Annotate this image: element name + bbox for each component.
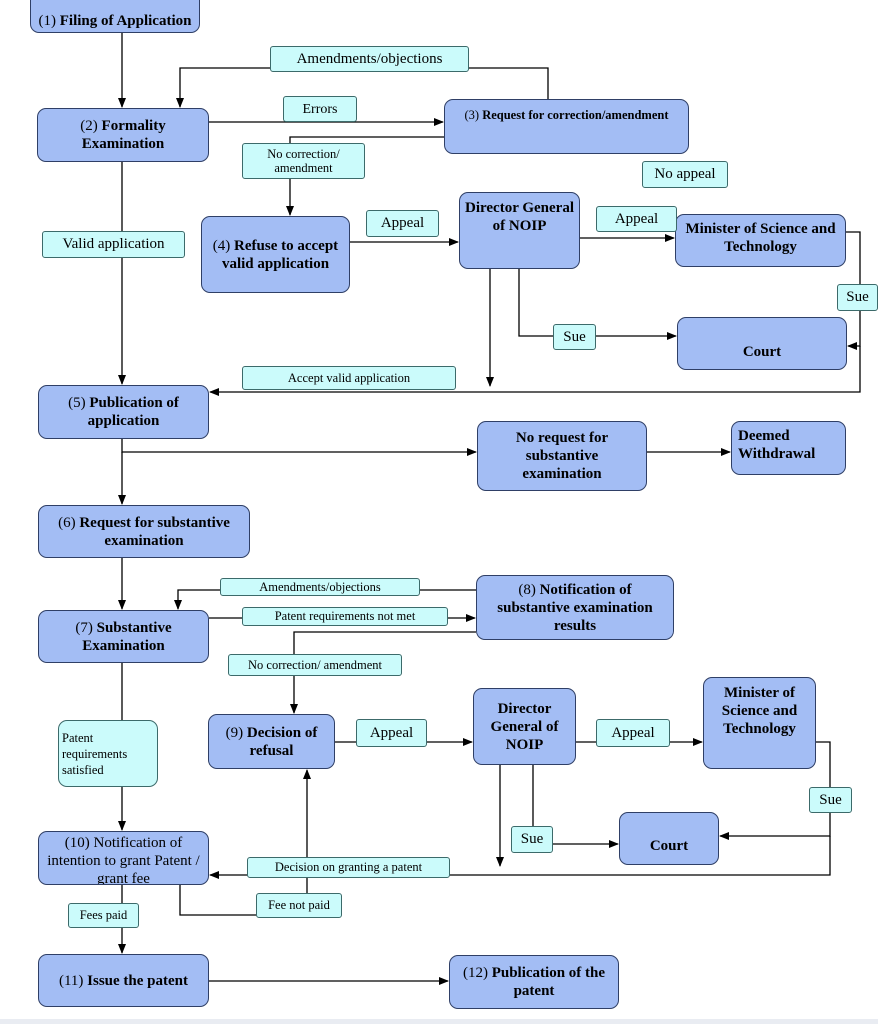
label-no-correction-2: No correction/ amendment xyxy=(228,654,402,676)
node-refuse-valid-application: (4) Refuse to accept valid application xyxy=(201,216,350,293)
label-sue-3: Sue xyxy=(809,787,852,813)
node-publication-application: (5) Publication of application xyxy=(38,385,209,439)
label-amendments-objections-1: Amendments/objections xyxy=(270,46,469,72)
edge-fee-not-paid xyxy=(179,769,311,916)
label-sue-4: Sue xyxy=(511,826,553,853)
label-decision-granting: Decision on granting a patent xyxy=(247,857,450,878)
edge-accept-to-publication xyxy=(209,346,861,396)
node-minister-1: Minister of Science and Technology xyxy=(675,214,846,267)
node-request-correction: (3) Request for correction/amendment xyxy=(444,99,689,154)
node-director-general-2: Director General of NOIP xyxy=(473,688,576,765)
label-appeal-2: Appeal xyxy=(596,206,677,232)
node-issue-patent: (11) Issue the patent xyxy=(38,954,209,1007)
edge-publication-to-noreq xyxy=(121,439,477,456)
node-director-general-1: Director General of NOIP xyxy=(459,192,580,269)
node-formality-examination: (2) Formality Examination xyxy=(37,108,209,162)
edge-nocorr-2 xyxy=(290,631,476,714)
label-appeal-3: Appeal xyxy=(356,719,427,747)
node-filing-application: (1) Filing of Application xyxy=(30,0,200,33)
node-minister-2: Minister of Science and Technology xyxy=(703,677,816,769)
node-court-2: Court xyxy=(619,812,719,865)
label-sue-2: Sue xyxy=(553,324,596,350)
node-request-substantive: (6) Request for substantive examination xyxy=(38,505,250,558)
node-no-request-substantive: No request for substantive examination xyxy=(477,421,647,491)
label-fee-not-paid: Fee not paid xyxy=(256,893,342,918)
node-publication-patent: (12) Publication of the patent xyxy=(449,955,619,1009)
label-sue-1: Sue xyxy=(837,284,878,311)
label-appeal-1: Appeal xyxy=(366,210,439,237)
node-decision-refusal: (9) Decision of refusal xyxy=(208,714,335,769)
edge-dg1-to-court1 xyxy=(518,269,677,340)
label-appeal-4: Appeal xyxy=(596,719,670,747)
label-amendments-objections-2: Amendments/objections xyxy=(220,578,420,596)
node-notification-results: (8) Notification of substantive examinat… xyxy=(476,575,674,640)
label-errors: Errors xyxy=(283,96,357,122)
label-fees-paid: Fees paid xyxy=(68,903,139,928)
node-deemed-withdrawal: Deemed Withdrawal xyxy=(731,421,846,475)
node-court-1: Court xyxy=(677,317,847,370)
label-valid-application: Valid application xyxy=(42,231,185,258)
label-no-correction-1: No correction/ amendment xyxy=(242,143,365,179)
edge-nocorr-1 xyxy=(286,136,444,216)
label-requirements-satisfied: Patent requirements satisfied xyxy=(58,720,158,787)
bottom-strip xyxy=(0,1019,878,1024)
label-requirements-not-met: Patent requirements not met xyxy=(242,607,448,626)
label-accept-valid-application: Accept valid application xyxy=(242,366,456,390)
label-no-appeal: No appeal xyxy=(642,161,728,188)
node-substantive-examination: (7) Substantive Examination xyxy=(38,610,209,663)
node-notification-intention-grant: (10) Notification of intention to grant … xyxy=(38,831,209,885)
